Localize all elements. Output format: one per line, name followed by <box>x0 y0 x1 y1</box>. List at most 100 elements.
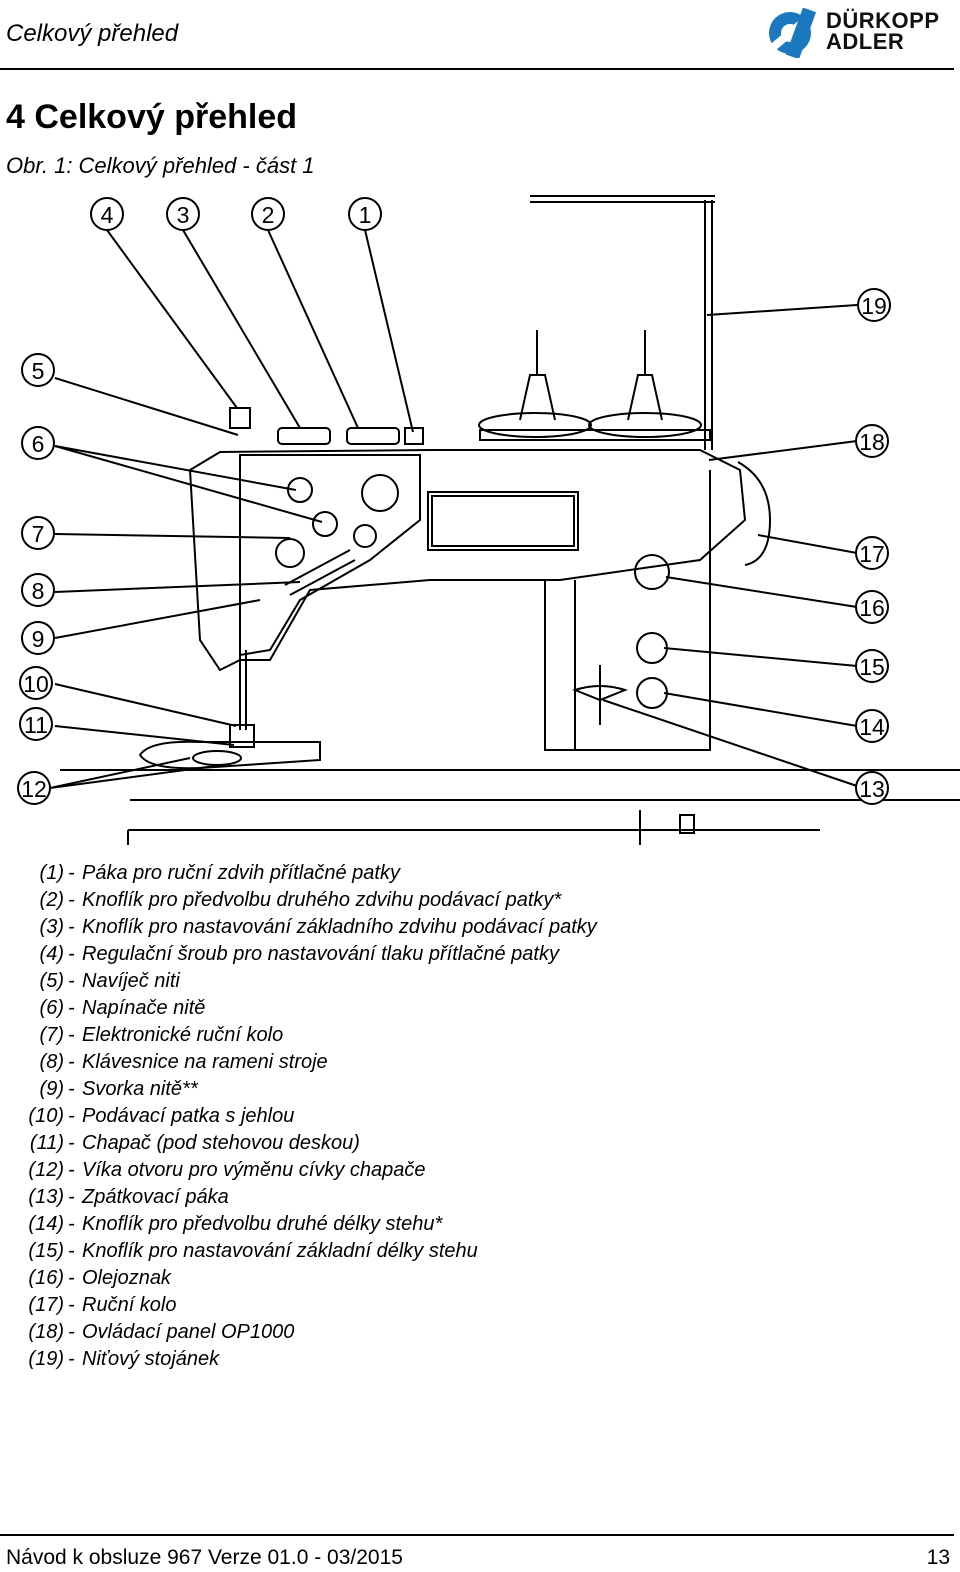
legend-number: (8) <box>39 1051 64 1073</box>
legend-text: Knoflík pro nastavování základní délky s… <box>82 1240 478 1262</box>
legend-text: Knoflík pro nastavování základního zdvih… <box>82 916 597 938</box>
callout-number: 13 <box>859 776 885 802</box>
legend-dash: - <box>68 943 75 965</box>
callout-1: 1 <box>348 197 382 231</box>
legend-number: (13) <box>28 1186 64 1208</box>
callout-11: 11 <box>19 707 53 741</box>
legend-text: Chapač (pod stehovou deskou) <box>82 1132 360 1154</box>
legend-text: Regulační šroub pro nastavování tlaku př… <box>82 943 559 965</box>
legend-number: (17) <box>28 1294 64 1316</box>
legend-text: Knoflík pro předvolbu druhé délky stehu* <box>82 1213 443 1235</box>
callout-7: 7 <box>21 516 55 550</box>
legend-number: (11) <box>29 1132 64 1154</box>
callout-3: 3 <box>166 197 200 231</box>
legend-dash: - <box>68 1267 75 1289</box>
callout-number: 17 <box>859 541 885 567</box>
legend-text: Ruční kolo <box>82 1294 177 1316</box>
header-divider <box>0 68 954 70</box>
legend-dash: - <box>68 1321 75 1343</box>
legend-text: Podávací patka s jehlou <box>82 1105 295 1127</box>
legend-dash: - <box>68 1348 75 1370</box>
logo-text-line2: ADLER <box>826 29 905 54</box>
callout-2: 2 <box>251 197 285 231</box>
callout-number: 16 <box>859 595 885 621</box>
callout-18: 18 <box>855 424 889 458</box>
legend-number: (12) <box>28 1159 64 1181</box>
legend-text: Navíječ niti <box>82 970 180 992</box>
legend-number: (2) <box>39 889 64 911</box>
legend-dash: - <box>68 1078 75 1100</box>
legend-text: Olejoznak <box>82 1267 171 1289</box>
legend-dash: - <box>68 1051 75 1073</box>
legend-dash: - <box>68 1159 75 1181</box>
legend-number: (9) <box>39 1078 64 1100</box>
callout-number: 8 <box>32 578 45 604</box>
callout-19: 19 <box>857 288 891 322</box>
callout-number: 4 <box>101 202 114 228</box>
header-title: Celkový přehled <box>6 20 179 47</box>
callout-9: 9 <box>21 621 55 655</box>
legend-number: (7) <box>39 1024 64 1046</box>
legend-number: (19) <box>28 1348 64 1370</box>
legend-number: (3) <box>39 916 64 938</box>
logo-text: DÜRKOPP ADLER <box>826 8 940 54</box>
legend-dash: - <box>68 1105 75 1127</box>
legend-text: Napínače nitě <box>82 997 206 1019</box>
callout-number: 5 <box>32 358 45 384</box>
callout-number: 7 <box>32 521 45 547</box>
callout-4: 4 <box>90 197 124 231</box>
callout-number: 12 <box>21 776 47 802</box>
figure-caption: Obr. 1: Celkový přehled - část 1 <box>6 153 315 178</box>
legend-dash: - <box>68 862 75 884</box>
legend-dash: - <box>68 997 75 1019</box>
legend-number: (14) <box>28 1213 64 1235</box>
legend-text: Niťový stojánek <box>82 1348 220 1370</box>
legend-dash: - <box>68 1294 75 1316</box>
callout-number: 3 <box>177 202 190 228</box>
legend-number: (5) <box>39 970 64 992</box>
callout-number: 11 <box>24 712 48 738</box>
callout-number: 14 <box>859 714 885 740</box>
footer-document-info: Návod k obsluze 967 Verze 01.0 - 03/2015 <box>6 1546 403 1569</box>
callout-17: 17 <box>855 536 889 570</box>
legend-dash: - <box>68 1213 75 1235</box>
callout-8: 8 <box>21 573 55 607</box>
legend-dash: - <box>68 1132 75 1154</box>
legend-text: Ovládací panel OP1000 <box>82 1321 295 1343</box>
legend-text: Víka otvoru pro výměnu cívky chapače <box>82 1159 426 1181</box>
legend-text: Knoflík pro předvolbu druhého zdvihu pod… <box>82 889 562 911</box>
legend-number: (1) <box>39 862 64 884</box>
callout-number: 6 <box>32 431 45 457</box>
legend-number: (10) <box>28 1105 64 1127</box>
legend-text: Zpátkovací páka <box>82 1186 229 1208</box>
callout-5: 5 <box>21 353 55 387</box>
legend-dash: - <box>68 970 75 992</box>
legend-text: Páka pro ruční zdvih přítlačné patky <box>82 862 400 884</box>
legend-dash: - <box>68 1186 75 1208</box>
callout-number: 9 <box>32 626 45 652</box>
legend-dash: - <box>68 889 75 911</box>
legend-number: (15) <box>28 1240 64 1262</box>
legend-text: Klávesnice na rameni stroje <box>82 1051 328 1073</box>
callout-13: 13 <box>855 771 889 805</box>
callout-number: 15 <box>859 654 885 680</box>
callout-14: 14 <box>855 709 889 743</box>
footer-divider <box>0 1534 954 1536</box>
callout-16: 16 <box>855 590 889 624</box>
durkopp-adler-logo: DÜRKOPP ADLER <box>764 7 956 60</box>
logo-mark-icon <box>769 7 817 60</box>
legend-number: (6) <box>39 997 64 1019</box>
legend-text: Elektronické ruční kolo <box>82 1024 284 1046</box>
legend-text: Svorka nitě** <box>82 1078 198 1100</box>
callout-6: 6 <box>21 426 55 460</box>
callout-12: 12 <box>17 771 51 805</box>
callout-number: 2 <box>262 202 275 228</box>
legend-dash: - <box>68 1240 75 1262</box>
callout-15: 15 <box>855 649 889 683</box>
callout-10: 10 <box>19 666 53 700</box>
callout-number: 19 <box>861 293 887 319</box>
callout-number: 18 <box>859 429 885 455</box>
logo-text-line1: DÜRKOPP <box>826 8 940 33</box>
callout-number: 10 <box>23 671 49 697</box>
